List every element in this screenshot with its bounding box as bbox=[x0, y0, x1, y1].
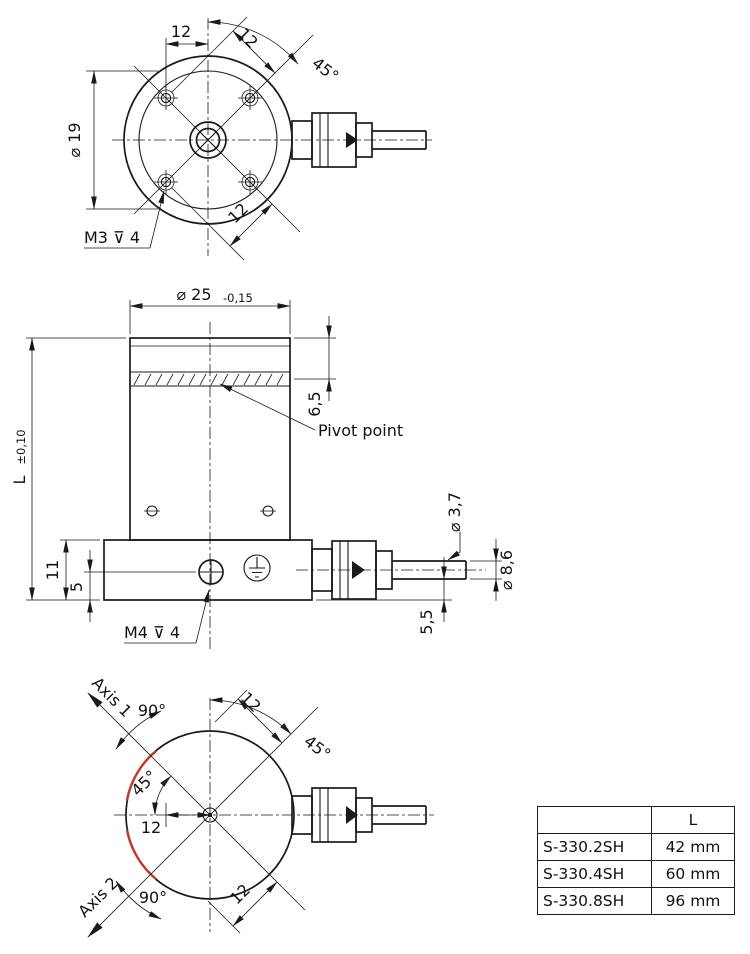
dim-label-d25: ⌀ 25 bbox=[176, 285, 211, 304]
dim-label-45-top: 45° bbox=[300, 731, 334, 763]
dim-label-12-diag-top: 12 bbox=[234, 24, 262, 52]
dim-label-12-top: 12 bbox=[171, 22, 191, 41]
axis1-range-arc bbox=[125, 750, 157, 801]
dim-label-5-5: 5,5 bbox=[417, 609, 436, 634]
body-slot bbox=[260, 505, 276, 517]
m4-screw bbox=[198, 559, 224, 585]
dim-hole-offset: 12 bbox=[165, 22, 209, 88]
mounting-hole bbox=[154, 86, 178, 110]
m3-callout-label: M3 ⊽ 4 bbox=[84, 228, 140, 247]
cable-gland-bottom-view bbox=[291, 787, 427, 843]
thread-callout-m3: M3 ⊽ 4 bbox=[84, 190, 165, 249]
dim-label-12-diag-bottom: 12 bbox=[226, 880, 254, 908]
axis1-line bbox=[87, 692, 306, 911]
dim-label-5: 5 bbox=[67, 582, 86, 592]
dim-diagonal-top: 12 bbox=[214, 688, 283, 744]
dim-label-45-inner: 45° bbox=[127, 766, 160, 799]
length-cell: 42 mm bbox=[651, 833, 735, 861]
top-flange-circle bbox=[138, 70, 278, 210]
model-cell: S-330.2SH bbox=[537, 833, 652, 861]
pivot-point-label: Pivot point bbox=[318, 421, 403, 440]
flange-outline bbox=[103, 539, 313, 601]
side-view: ⌀ 25 -0,15 6,5 Pivot point ±0,10 L 11 bbox=[10, 285, 516, 652]
table-row: S-330.8SH 96 mm bbox=[537, 887, 735, 915]
dim-label-L-tolerance: ±0,10 bbox=[14, 429, 28, 464]
table-header-length: L bbox=[651, 806, 735, 834]
table-header-row: L bbox=[537, 806, 735, 834]
mounting-hole bbox=[238, 86, 262, 110]
pivot-point-callout: Pivot point bbox=[219, 383, 403, 440]
dim-label-12-center: 12 bbox=[141, 818, 161, 837]
dim-cable-offset: 5,5 bbox=[316, 557, 452, 635]
flexure-hatch bbox=[133, 373, 284, 386]
dim-wire-diameter: ⌀ 3,7 bbox=[445, 492, 464, 561]
dim-screw-offset: 5 bbox=[67, 550, 196, 622]
dim-pivot-height: 6,5 bbox=[294, 316, 336, 417]
dim-angle-90-bottom: 90° bbox=[115, 880, 167, 920]
model-cell: S-330.8SH bbox=[537, 887, 652, 915]
dim-label-45deg-top: 45° bbox=[308, 53, 342, 85]
center-screw bbox=[189, 121, 227, 159]
dim-label-d8-6: ⌀ 8,6 bbox=[497, 550, 516, 590]
dim-label-11: 11 bbox=[43, 560, 62, 580]
table-row: S-330.4SH 60 mm bbox=[537, 860, 735, 888]
axis-range-arcs bbox=[125, 750, 157, 880]
axis2-label: Axis 2 bbox=[74, 873, 122, 921]
gland-cone bbox=[346, 806, 358, 824]
length-cell: 96 mm bbox=[651, 887, 735, 915]
mounting-hole bbox=[154, 170, 178, 194]
m4-callout-label: M4 ⊽ 4 bbox=[124, 623, 180, 642]
dim-length-L: ±0,10 L bbox=[10, 337, 126, 601]
cable-gland-top-view bbox=[291, 112, 427, 168]
gland-cone bbox=[346, 132, 358, 148]
axis1-label: Axis 1 bbox=[88, 673, 136, 721]
dim-label-d19: ⌀ 19 bbox=[65, 122, 84, 157]
gland-cone bbox=[352, 561, 365, 579]
thread-callout-m4: M4 ⊽ 4 bbox=[124, 589, 210, 644]
cable-gland-side-view bbox=[311, 540, 467, 600]
dim-center-offset: 12 bbox=[141, 803, 211, 837]
dim-angle-90-top: 90° bbox=[115, 701, 166, 750]
body-slot bbox=[144, 505, 160, 517]
mounting-hole bbox=[238, 170, 262, 194]
dim-body-diameter: ⌀ 25 -0,15 bbox=[129, 285, 291, 334]
dim-cable-diameter: ⌀ 8,6 bbox=[470, 539, 516, 601]
dim-label-d25-tolerance: -0,15 bbox=[223, 291, 253, 305]
model-table: L S-330.2SH 42 mm S-330.4SH 60 mm S-330.… bbox=[537, 806, 735, 915]
top-view-centerlines bbox=[112, 18, 432, 256]
bottom-view: Axis 1 Axis 2 90° 90° 45° 45° 12 12 bbox=[74, 673, 434, 938]
dim-flange-diameter: ⌀ 19 bbox=[65, 70, 158, 210]
table-row: S-330.2SH 42 mm bbox=[537, 833, 735, 861]
axis2-range-arc bbox=[125, 829, 157, 880]
dim-label-12-diag-bottom: 12 bbox=[224, 199, 252, 227]
flexure-zone bbox=[130, 371, 290, 387]
dim-label-90-bottom: 90° bbox=[139, 888, 167, 907]
ground-symbol bbox=[243, 554, 271, 582]
top-view: 12 12 45° ⌀ 19 12 M3 ⊽ 4 bbox=[65, 16, 432, 261]
dim-angle-45: 45° bbox=[207, 19, 342, 86]
dim-angle-45-inner: 45° bbox=[127, 766, 172, 816]
dim-label-d3-7: ⌀ 3,7 bbox=[445, 492, 464, 532]
table-header-model bbox=[537, 806, 652, 834]
model-cell: S-330.4SH bbox=[537, 860, 652, 888]
dim-diagonal-bottom: 12 bbox=[207, 880, 278, 934]
dim-label-L: L bbox=[10, 475, 29, 484]
length-cell: 60 mm bbox=[651, 860, 735, 888]
dim-label-90-top: 90° bbox=[138, 701, 166, 720]
dim-flange-height: 11 bbox=[43, 539, 100, 601]
axis2-line bbox=[87, 706, 319, 938]
dim-label-6-5: 6,5 bbox=[305, 391, 324, 416]
cable bbox=[392, 560, 467, 580]
dim-diagonal-bottom: 12 bbox=[171, 187, 273, 261]
